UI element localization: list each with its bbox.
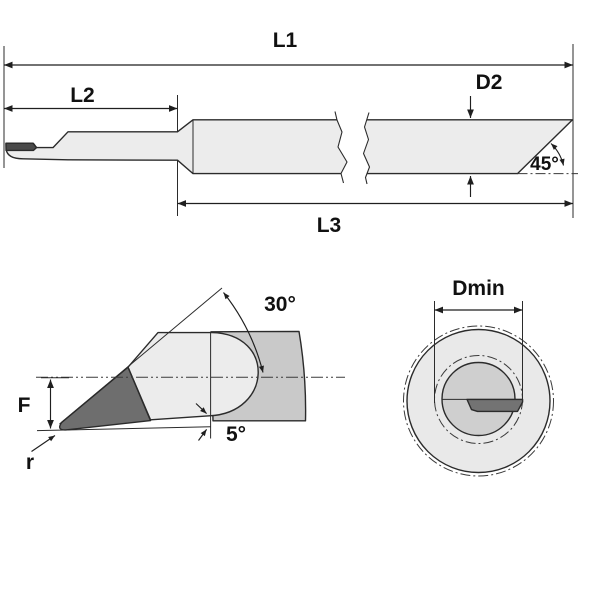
label-chamfer-angle: 45°	[530, 154, 559, 175]
label-l3: L3	[317, 214, 342, 237]
break-line-right	[362, 112, 371, 185]
cutting-insert	[5, 142, 38, 152]
clearance-ref-line	[36, 426, 211, 432]
break-gap	[335, 111, 370, 184]
detail-view: 5° F r 30°	[18, 287, 345, 474]
insert-cross-section	[466, 398, 524, 413]
break-line-left	[334, 111, 348, 184]
label-l1: L1	[273, 29, 298, 52]
label-d2: D2	[476, 71, 503, 94]
clearance-arrow-lower	[198, 429, 208, 441]
chamfer-angle-arc	[550, 143, 565, 166]
ground-flank-region	[127, 331, 259, 421]
label-l2: L2	[70, 84, 95, 107]
point-angle-arc	[223, 292, 264, 373]
clearance-arrow-upper	[195, 403, 207, 415]
label-clearance-angle: 5°	[226, 423, 246, 446]
label-radius: r	[26, 451, 34, 474]
radius-arrow	[31, 435, 56, 452]
side-view: L1 L2 L3 D2 45°	[3, 29, 578, 237]
tool-body-outline	[5, 119, 574, 175]
rake-line	[59, 287, 223, 425]
machined-bore-phantom-circle	[403, 325, 554, 477]
label-f: F	[18, 394, 31, 417]
label-point-angle: 30°	[264, 293, 296, 316]
label-dmin: Dmin	[452, 277, 505, 300]
end-view: Dmin	[403, 277, 554, 477]
